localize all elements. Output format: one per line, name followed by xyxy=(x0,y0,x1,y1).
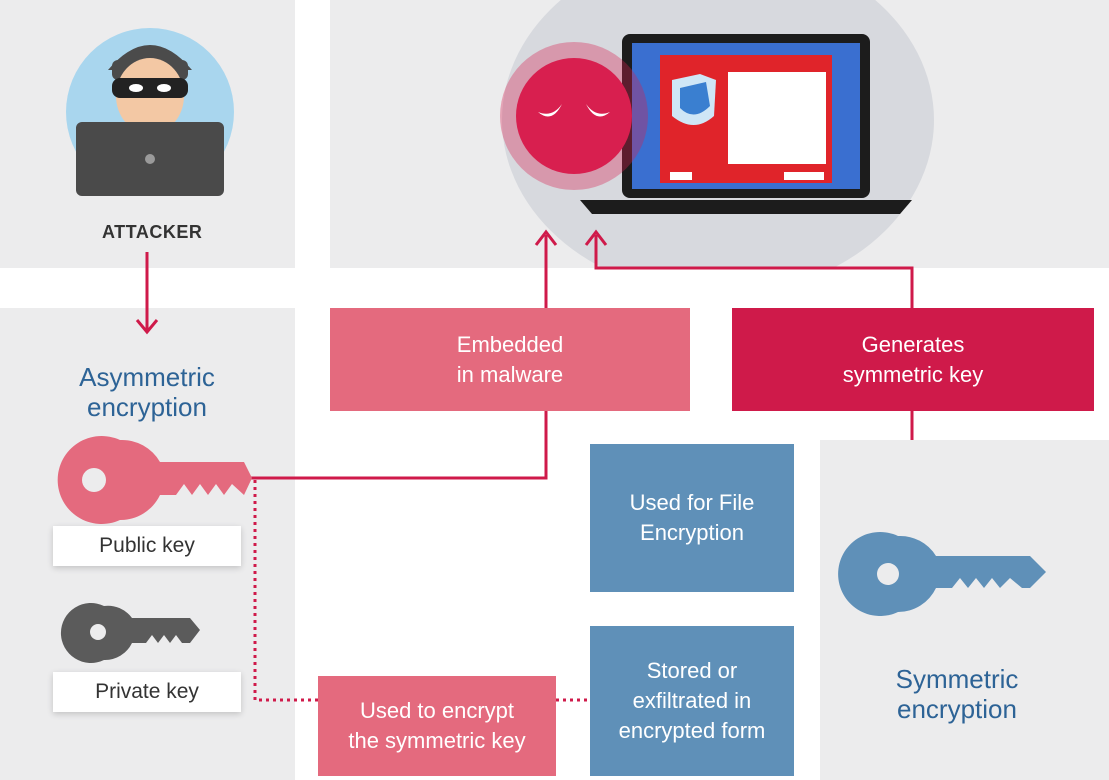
masked-hacker-icon xyxy=(66,28,234,196)
key-icon xyxy=(60,603,201,664)
laptop-ransom-screen-icon xyxy=(580,34,912,214)
private-key-label: Private key xyxy=(53,672,241,712)
used-for-file-encryption-box: Used for File Encryption xyxy=(590,444,794,592)
attacker-to-asymmetric-arrow xyxy=(135,252,159,335)
symmetric-encryption-title: Symmetric encryption xyxy=(895,664,1019,724)
virus-monster-icon xyxy=(500,42,648,190)
attacker-label: ATTACKER xyxy=(102,222,203,242)
generates-symmetric-key-box: Generates symmetric key xyxy=(732,308,1094,411)
key-icon xyxy=(57,436,252,525)
public-key-label: Public key xyxy=(53,526,241,566)
embedded-in-malware-box: Embedded in malware xyxy=(330,308,690,411)
asymmetric-encryption-title: Asymmetric encryption xyxy=(79,362,215,422)
key-icon xyxy=(838,532,1046,616)
stored-or-exfiltrated-box: Stored or exfiltrated in encrypted form xyxy=(590,626,794,776)
used-to-encrypt-symmetric-key-box: Used to encrypt the symmetric key xyxy=(318,676,556,776)
malware-illustration xyxy=(500,0,934,268)
private-key-dotted-link xyxy=(253,480,590,702)
